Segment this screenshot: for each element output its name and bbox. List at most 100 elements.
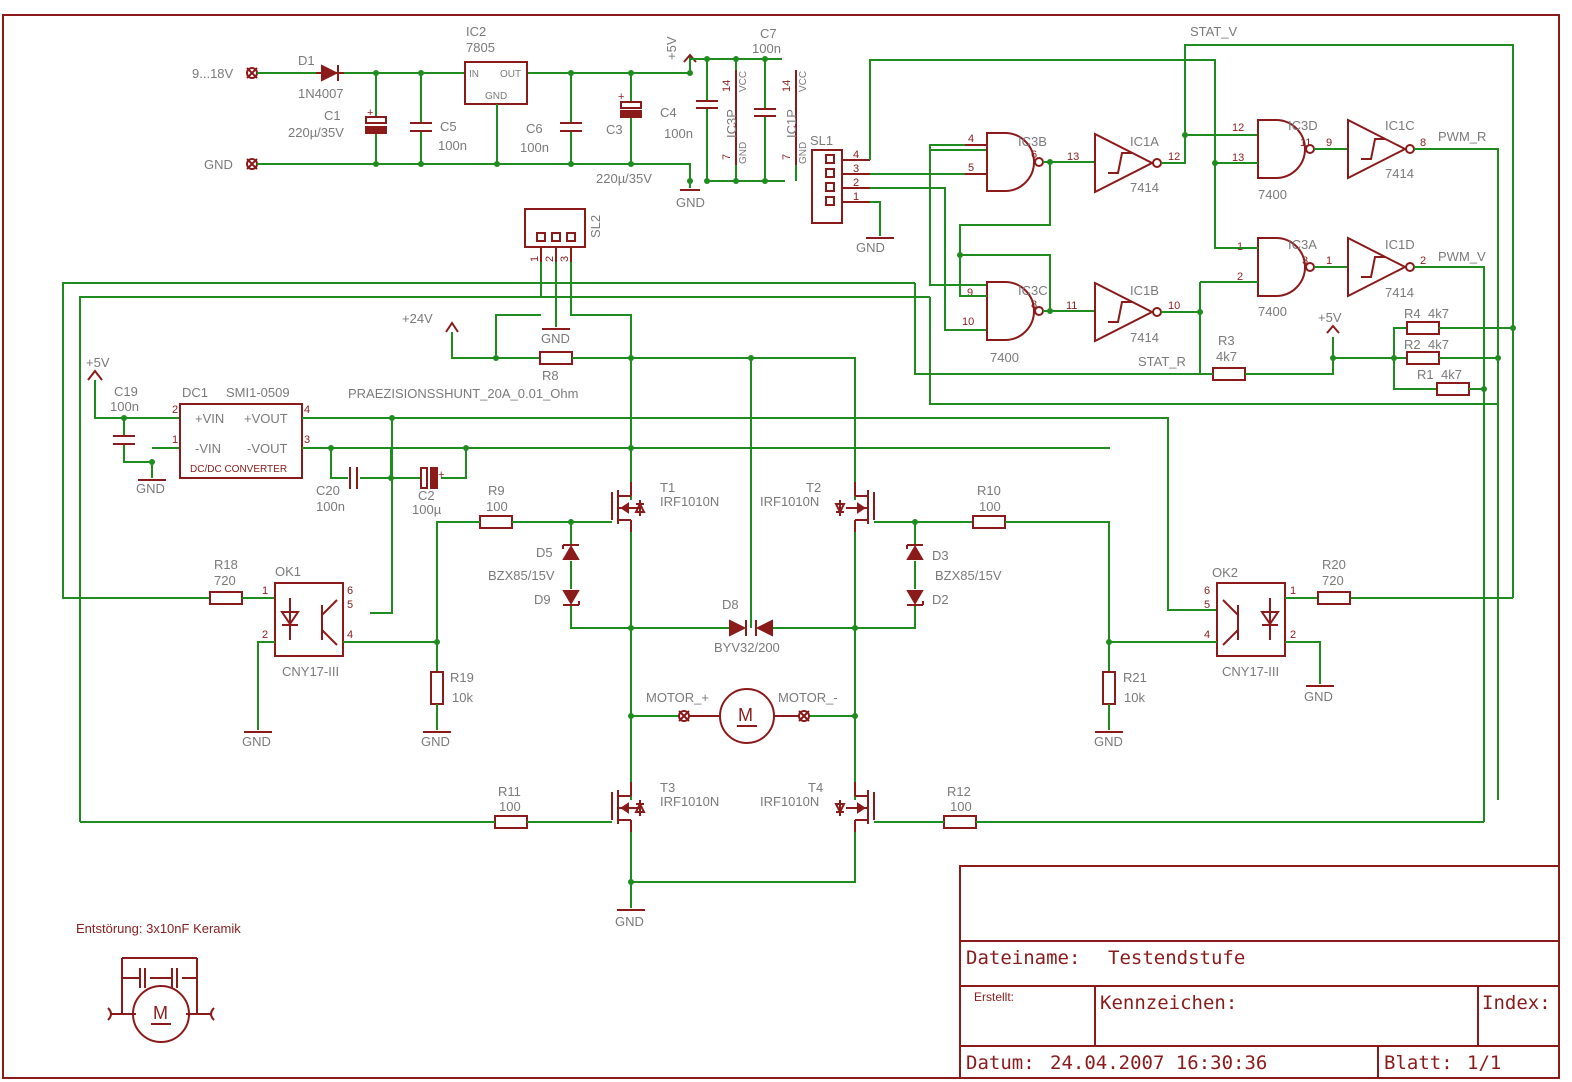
connector-sl2	[524, 208, 586, 262]
r20-value: 720	[1322, 573, 1344, 588]
capacitor-c6	[560, 122, 582, 132]
datum-label: Datum:	[966, 1052, 1035, 1074]
nand-ic3c	[986, 281, 1035, 341]
ic3p-label: IC3P	[724, 109, 739, 138]
d8-value: BYV32/200	[714, 640, 780, 655]
dc1-vout-p: +VOUT	[244, 411, 288, 426]
capacitor-c1: +	[365, 107, 387, 134]
motor-terminal-plus-icon	[678, 710, 690, 722]
schmitt-inverter-ic1c	[1347, 118, 1408, 180]
ic2-pin-in: IN	[469, 69, 479, 80]
r3-name: R3	[1218, 333, 1235, 348]
ic1p-gnd: GND	[798, 142, 809, 164]
t1-name: T1	[660, 480, 675, 495]
zener-d9	[562, 590, 580, 606]
motor-minus-label: MOTOR_-	[778, 690, 838, 705]
logic-section: IC3B 4 5 6 IC1A 7414 13 12 IC3D 7400 12 …	[869, 24, 1514, 822]
capacitor-c4	[696, 100, 718, 109]
zener-d2	[906, 590, 924, 606]
sl1-pin2: 2	[853, 177, 859, 189]
ic1p-label: IC1P	[784, 109, 799, 138]
pwm-v-label: PWM_V	[1438, 249, 1486, 264]
svg-text:+: +	[438, 469, 444, 481]
supply-plus5-label: +5V	[664, 36, 679, 60]
svg-text:5: 5	[347, 599, 353, 611]
input-voltage-label: 9...18V	[192, 66, 234, 81]
ic3a-part: 7400	[1258, 304, 1287, 319]
zener-d5	[562, 544, 580, 560]
d1-name: D1	[298, 53, 315, 68]
d8-name: D8	[722, 597, 739, 612]
c1-name: C1	[324, 108, 341, 123]
c19-gnd: GND	[136, 481, 165, 496]
ic1b-pin10: 10	[1168, 300, 1180, 312]
capacitor-c7	[754, 108, 776, 117]
r8-value: PRAEZISIONSSHUNT_20A_0.01_Ohm	[348, 386, 578, 401]
ok2-value: CNY17-III	[1222, 664, 1279, 679]
ic1p-pin14: 14	[781, 80, 793, 92]
r4-name: R4	[1404, 306, 1421, 321]
r4-value: 4k7	[1428, 306, 1449, 321]
ic1c-name: IC1C	[1385, 118, 1415, 133]
dc1-vin-p: +VIN	[195, 411, 224, 426]
drawing-frame	[2, 14, 1560, 1079]
sl2-pin2: 2	[544, 256, 556, 262]
r19-gnd: GND	[421, 734, 450, 749]
r2-name: R2	[1404, 337, 1421, 352]
r12-name: R12	[947, 784, 971, 799]
stat-r-label: STAT_R	[1138, 354, 1186, 369]
c3-name: C3	[606, 122, 623, 137]
dc1-vout-m: -VOUT	[247, 441, 288, 456]
logic-plus5-label: +5V	[1318, 310, 1342, 325]
d3-name: D3	[932, 548, 949, 563]
ic3a-name: IC3A	[1288, 237, 1317, 252]
ic3p-pin7: 7	[721, 154, 733, 160]
mosfet-t3	[611, 782, 646, 832]
ic2-pin-out: OUT	[500, 69, 521, 80]
svg-text:1: 1	[262, 585, 268, 597]
sl2-name: SL2	[588, 215, 603, 238]
d5-zener: BZX85/15V	[488, 568, 555, 583]
ic3c-pin9: 9	[967, 287, 973, 299]
c1-value: 220µ/35V	[288, 125, 344, 140]
ic1d-pin2: 2	[1420, 255, 1426, 267]
resistor-r19	[430, 671, 444, 705]
isolation-section: +5V C19 100n GND +VIN -VIN +VOUT -VOUT D…	[86, 355, 1513, 749]
motor-icon	[719, 688, 775, 744]
t3-name: T3	[660, 780, 675, 795]
input-terminal-icon	[246, 67, 258, 79]
ic3b-name: IC3B	[1018, 134, 1047, 149]
dc1-pin1: 1	[172, 434, 178, 446]
schmitt-inverter-ic1a	[1094, 132, 1155, 194]
resistor-r8	[539, 351, 573, 365]
dateiname-label: Dateiname:	[966, 947, 1080, 969]
resistor-r10	[972, 515, 1006, 529]
index-label: Index:	[1482, 992, 1551, 1014]
dc1-value: SMI1-0509	[226, 385, 290, 400]
ic1a-pin12: 12	[1168, 151, 1180, 163]
ic2-pin-gnd: GND	[485, 91, 507, 102]
svg-text:4: 4	[1204, 629, 1210, 641]
d5-name: D5	[536, 545, 553, 560]
gnd-terminal-icon	[246, 158, 258, 170]
ic3a-pin2: 2	[1237, 271, 1243, 283]
svg-text:2: 2	[262, 629, 268, 641]
stat-v-label: STAT_V	[1190, 24, 1238, 39]
junction-dots	[121, 56, 1516, 885]
capacitor-c20	[349, 467, 358, 489]
note-text: Entstörung: 3x10nF Keramik	[76, 921, 241, 936]
d9-name: D9	[534, 592, 551, 607]
c2-value: 100µ	[412, 502, 442, 517]
sl1-pin3: 3	[853, 163, 859, 175]
ok1-name: OK1	[275, 564, 301, 579]
mosfet-t2	[834, 482, 875, 532]
r9-value: 100	[486, 499, 508, 514]
r3-value: 4k7	[1216, 349, 1237, 364]
ic3d-pin12: 12	[1232, 122, 1244, 134]
supply-gnd-label: GND	[676, 195, 705, 210]
svg-text:2: 2	[1290, 629, 1296, 641]
svg-text:+: +	[618, 91, 624, 103]
r1-value: 4k7	[1441, 367, 1462, 382]
blatt-value: 1/1	[1467, 1052, 1501, 1074]
svg-text:6: 6	[1204, 585, 1210, 597]
